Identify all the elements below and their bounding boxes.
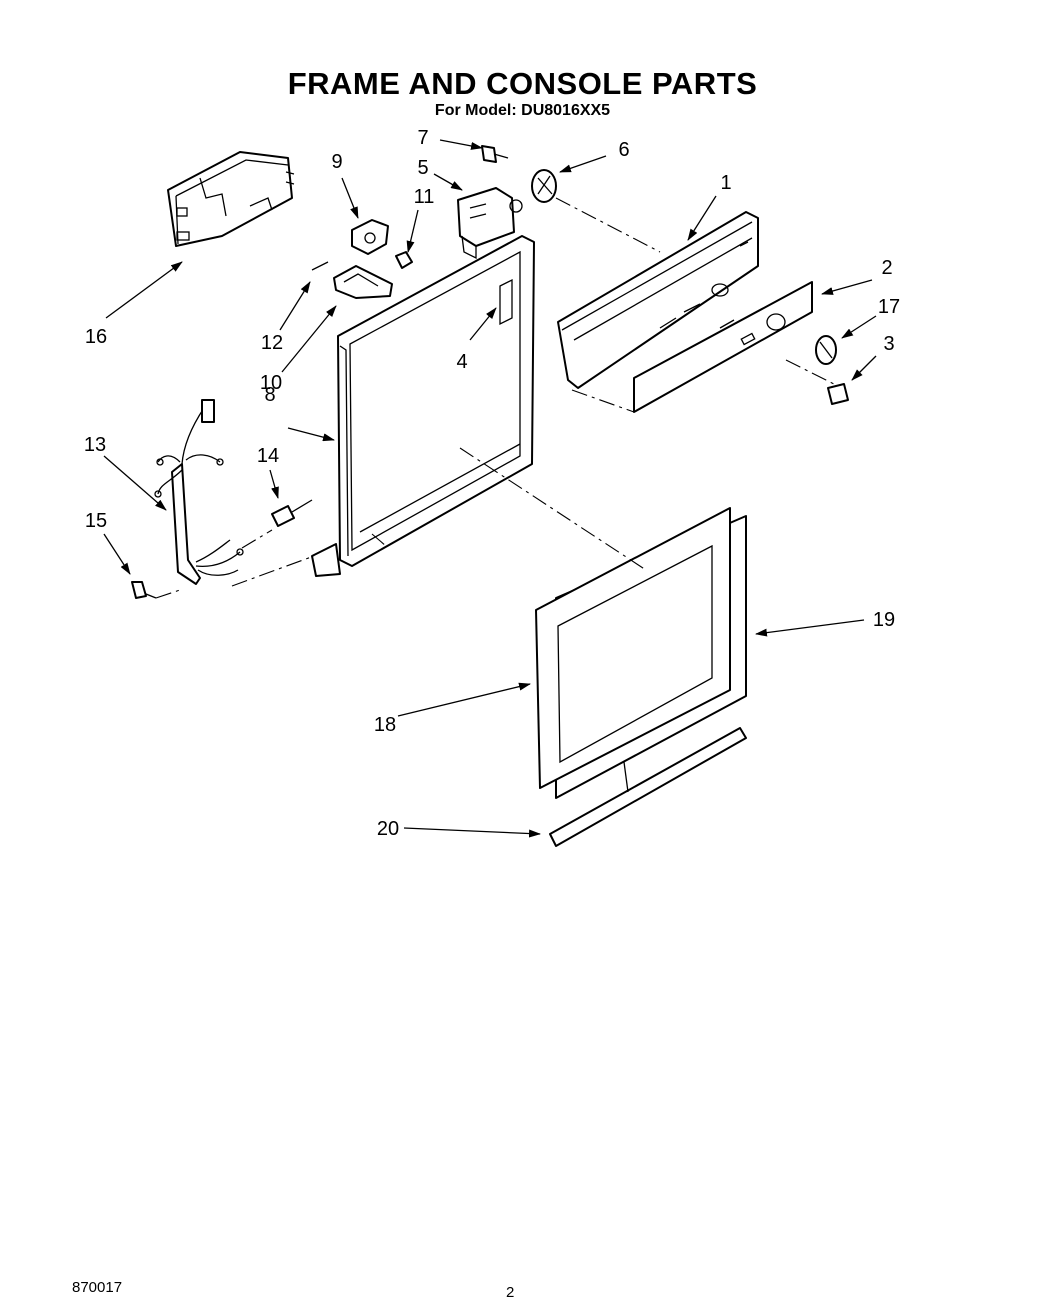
callout-9: 9 xyxy=(331,151,343,173)
callout-15: 15 xyxy=(84,510,108,532)
callout-19: 19 xyxy=(872,609,896,631)
part-13-wire-harness xyxy=(154,399,244,585)
part-3-button xyxy=(827,383,849,405)
callout-5: 5 xyxy=(417,157,429,179)
callout-8: 8 xyxy=(264,384,276,406)
callout-1: 1 xyxy=(720,172,732,194)
part-7-screw xyxy=(481,145,509,163)
part-11-connector xyxy=(395,251,413,269)
part-14-fuse xyxy=(271,499,313,527)
callout-17: 17 xyxy=(877,296,901,318)
callout-13: 13 xyxy=(83,434,107,456)
callout-14: 14 xyxy=(256,445,280,467)
model-subtitle: For Model: DU8016XX5 xyxy=(434,102,611,119)
page-title: FRAME AND CONSOLE PARTS xyxy=(287,66,758,101)
callout-4: 4 xyxy=(456,351,468,373)
callout-12: 12 xyxy=(260,332,284,354)
part-9-switch xyxy=(351,219,389,255)
assembly-lines xyxy=(155,197,835,599)
part-20-trim-strip xyxy=(549,727,747,847)
callout-16: 16 xyxy=(84,326,108,348)
callout-11: 11 xyxy=(413,186,435,208)
part-2-overlay xyxy=(633,281,813,413)
callout-leaders xyxy=(103,139,877,838)
part-6-knob xyxy=(531,169,557,203)
part-5-switch-assembly xyxy=(457,187,523,260)
callout-2: 2 xyxy=(881,257,893,279)
callout-6: 6 xyxy=(618,139,630,161)
part-17-knob xyxy=(815,335,837,365)
part-10-bracket xyxy=(333,265,393,299)
callout-20: 20 xyxy=(376,818,400,840)
callout-7: 7 xyxy=(417,127,429,149)
part-12-pin xyxy=(311,261,329,271)
callout-10: 10 xyxy=(259,372,283,394)
part-18-door-panel xyxy=(535,507,731,789)
part-8-door-frame xyxy=(311,235,535,577)
part-1-console-panel xyxy=(557,211,759,389)
part-15-screw xyxy=(131,581,157,599)
callout-18: 18 xyxy=(373,714,397,736)
page-number: 2 xyxy=(506,1284,515,1301)
callout-3: 3 xyxy=(883,333,895,355)
document-number: 870017 xyxy=(72,1279,123,1296)
part-16-control-housing xyxy=(167,151,295,247)
